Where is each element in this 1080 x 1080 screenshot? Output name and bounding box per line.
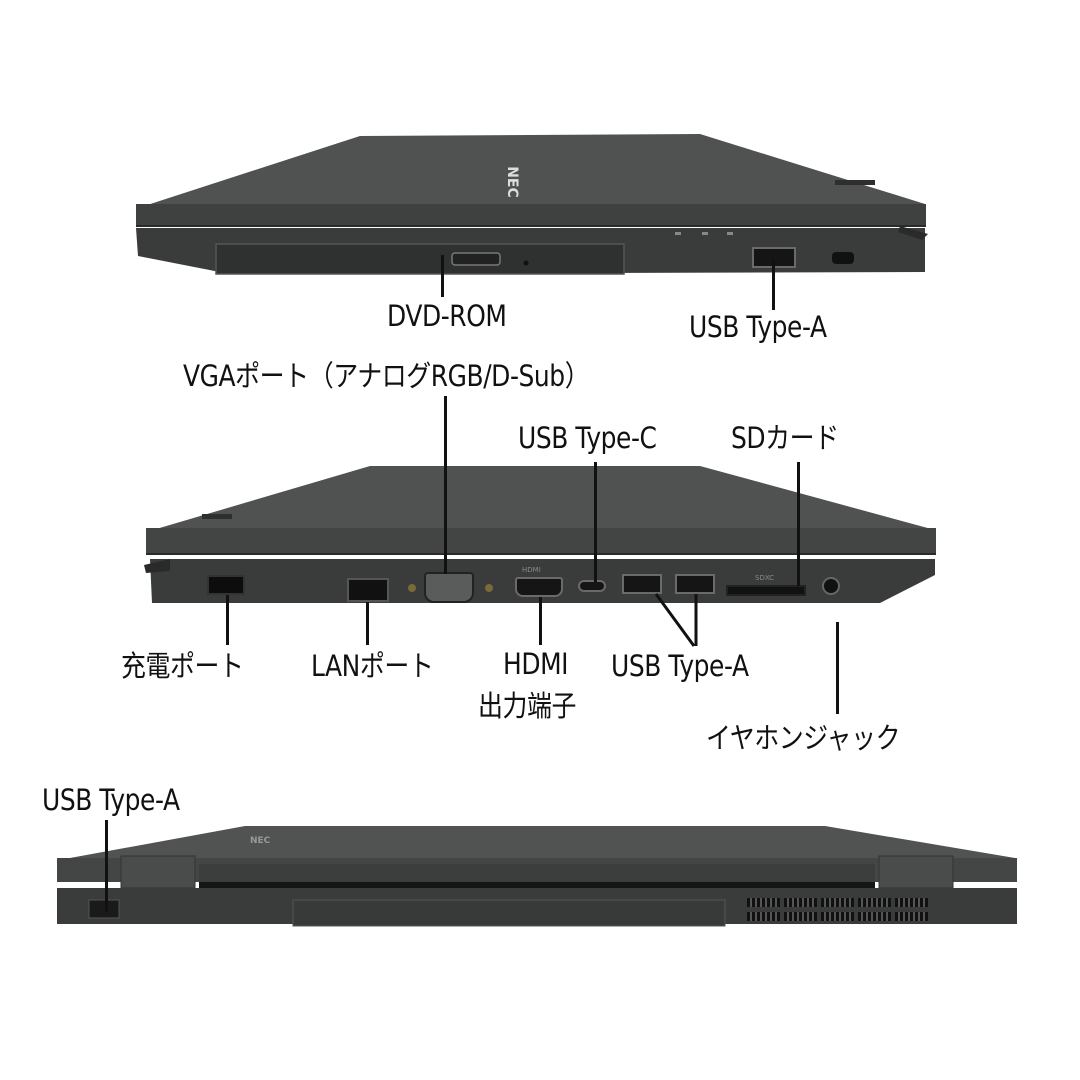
usb-c-port: [578, 580, 606, 592]
leader-line-usb-a-left: [654, 593, 698, 647]
sd-card-slot: [726, 585, 806, 596]
label-charging-port: 充電ポート: [121, 649, 244, 683]
leader-line-sd: [797, 462, 800, 586]
rear-brand-logo: NEC: [250, 836, 271, 846]
leader-line-charge: [226, 595, 229, 645]
leader-line-earphone: [836, 622, 839, 714]
label-usb-type-a-rear: USB Type-A: [42, 783, 180, 817]
laptop-lid-right: [136, 134, 926, 227]
label-usb-type-c: USB Type-C: [518, 421, 657, 455]
leader-line-dvd: [441, 255, 444, 297]
vga-port: [424, 572, 474, 603]
usb-a-port-left-2: [675, 574, 715, 594]
charging-port: [207, 575, 245, 595]
leader-line-vga: [444, 396, 447, 574]
label-hdmi: HDMI: [503, 647, 569, 681]
leader-line-usb-a-right: [772, 260, 775, 310]
lan-port: [347, 578, 389, 602]
laptop-lid-left: [146, 466, 936, 555]
hdmi-port: [515, 577, 563, 597]
leader-line-lan: [366, 602, 369, 645]
label-lan-port: LANポート: [311, 649, 434, 683]
label-earphone-jack: イヤホンジャック: [706, 721, 901, 755]
sd-slot-mark: SDXC: [755, 574, 775, 582]
label-usb-type-a-right: USB Type-A: [689, 310, 827, 344]
leader-line-usb-a-rear: [105, 820, 108, 912]
laptop-body-right: [136, 226, 928, 275]
earphone-jack: [822, 577, 840, 595]
usb-a-port-left-1: [622, 574, 662, 594]
laptop-rear: [57, 826, 1017, 927]
label-sd-card: SDカード: [731, 421, 839, 455]
leader-line-usb-c: [594, 462, 597, 582]
leader-line-hdmi: [539, 597, 542, 645]
brand-logo: NEC: [503, 166, 520, 198]
hdmi-port-mark: HDMI: [522, 566, 541, 574]
label-dvd-rom: DVD-ROM: [387, 299, 507, 333]
label-usb-type-a-left: USB Type-A: [611, 649, 749, 683]
label-vga-port: VGAポート（アナログRGB/D-Sub）: [183, 359, 590, 393]
label-hdmi-output: 出力端子: [478, 689, 577, 723]
vga-screw-left: [408, 584, 416, 592]
vga-screw-right: [485, 584, 493, 592]
